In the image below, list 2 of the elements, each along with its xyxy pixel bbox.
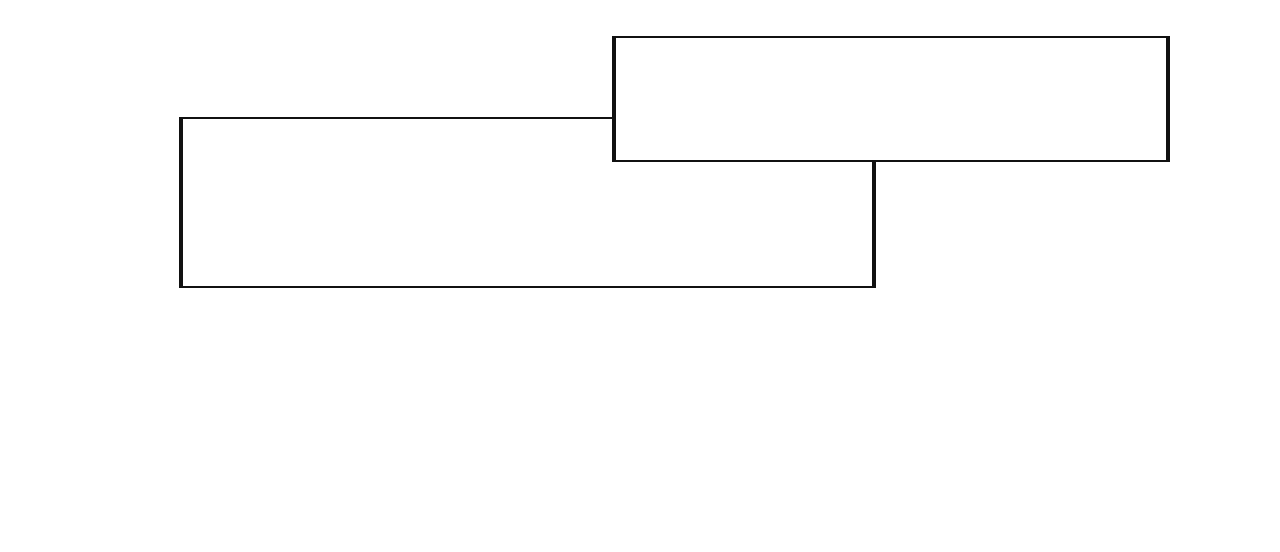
panel-frame: [612, 36, 1170, 162]
panel-frame: [179, 117, 876, 288]
